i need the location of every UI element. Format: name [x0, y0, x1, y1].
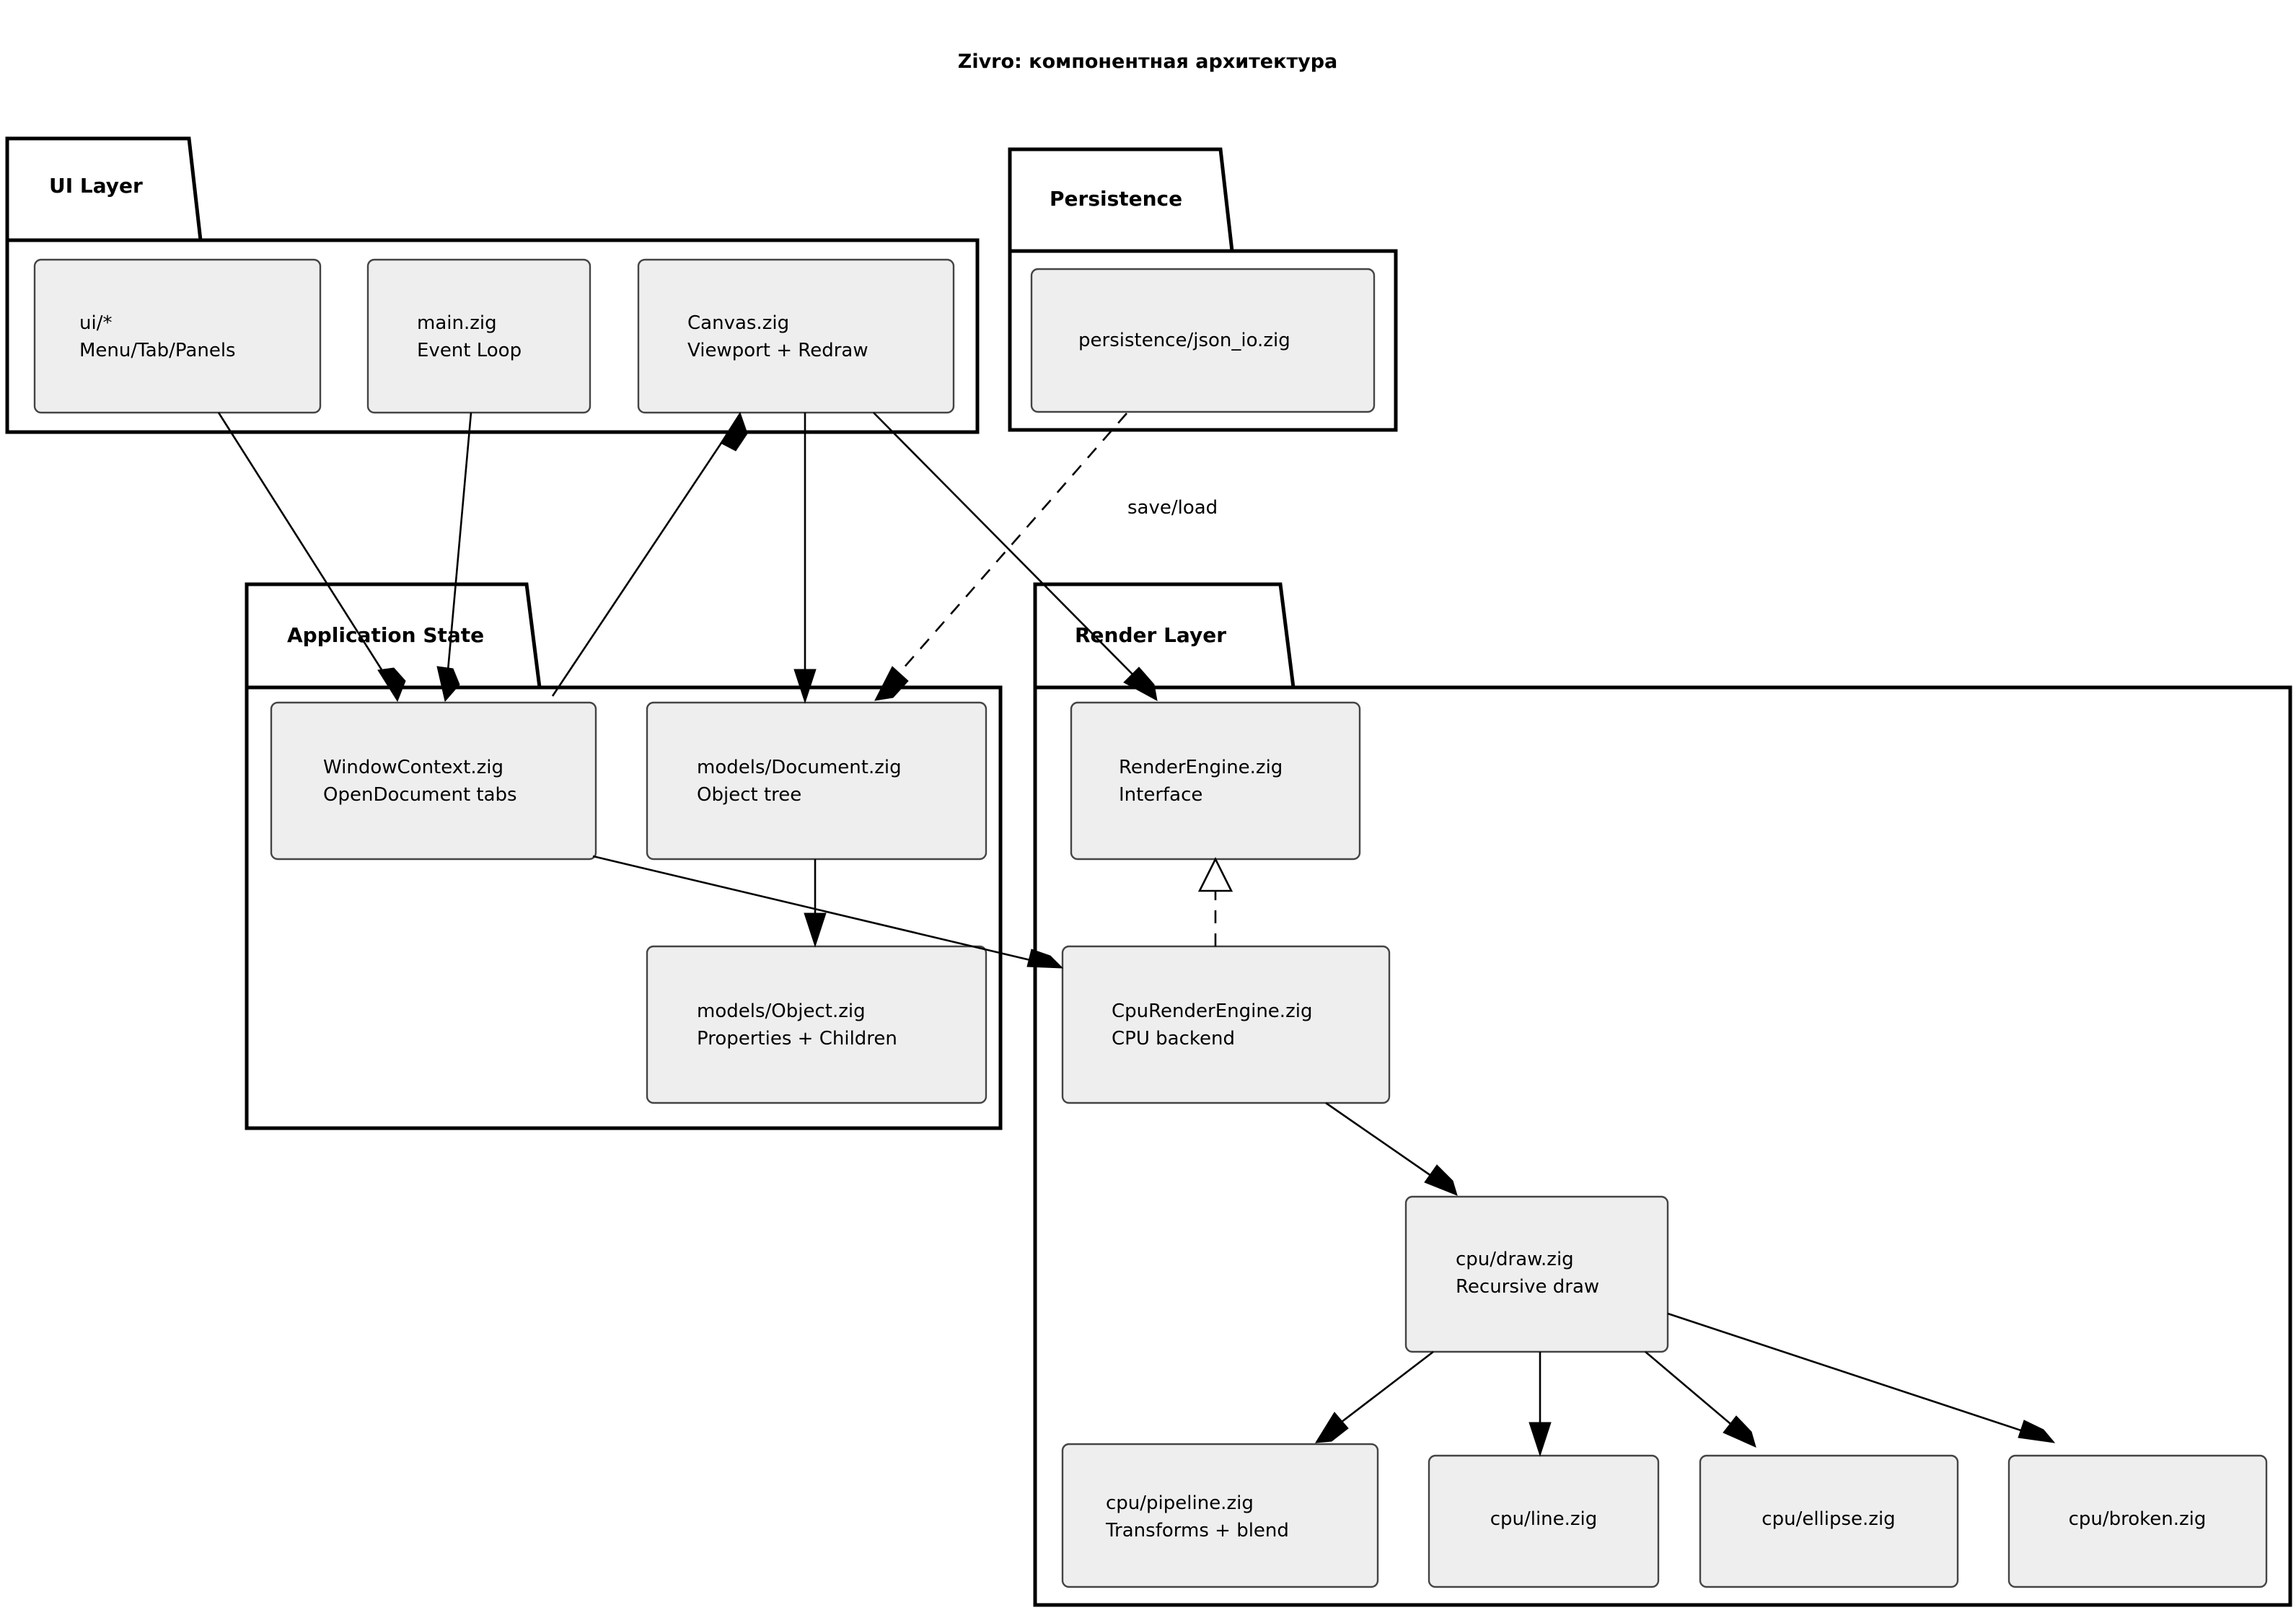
- node-render-engine[interactable]: RenderEngine.zig Interface: [1070, 701, 1361, 861]
- package-render-layer-tab: [1033, 582, 1296, 690]
- package-application-state-title: Application State: [287, 623, 484, 647]
- node-ui-star-line1: ui/*: [79, 312, 112, 334]
- edge-window-context-to-cpu-render-engine: [592, 855, 1064, 969]
- edge-canvas-zig-to-render-engine: [873, 412, 1158, 701]
- node-models-object[interactable]: models/Object.zig Properties + Children: [646, 945, 988, 1104]
- node-cpu-draw-box[interactable]: [1404, 1195, 1669, 1353]
- edge-cpu-render-engine-to-cpu-draw: [1325, 1101, 1458, 1196]
- node-window-context-line1: WindowContext.zig: [323, 757, 503, 778]
- node-json-io-line1: persistence/json_io.zig: [1078, 330, 1290, 351]
- edge-window-context-to-canvas-zig: [551, 411, 748, 697]
- node-cpu-render-engine-box[interactable]: [1061, 945, 1391, 1104]
- node-ui-star[interactable]: ui/* Menu/Tab/Panels: [33, 258, 322, 414]
- package-ui-layer-title: UI Layer: [49, 174, 143, 198]
- node-cpu-draw-line2: Recursive draw: [1456, 1276, 1599, 1298]
- node-cpu-draw[interactable]: cpu/draw.zig Recursive draw: [1404, 1195, 1669, 1353]
- package-ui-layer-tab: [5, 136, 203, 242]
- node-canvas-zig[interactable]: Canvas.zig Viewport + Redraw: [637, 258, 955, 414]
- node-cpu-broken-box[interactable]: [2007, 1454, 2268, 1588]
- node-main-zig-line2: Event Loop: [417, 340, 522, 361]
- node-cpu-broken[interactable]: cpu/broken.zig: [2007, 1454, 2268, 1588]
- edge-models-document-to-models-object: [804, 859, 827, 948]
- node-main-zig-line1: main.zig: [417, 312, 497, 334]
- node-cpu-draw-line1: cpu/draw.zig: [1456, 1249, 1574, 1270]
- edge-json-io-to-models-document: save/load: [874, 413, 1218, 701]
- edge-cpu-draw-to-cpu-line: [1529, 1352, 1552, 1457]
- page-title: Zivro: компонентная архитектура: [958, 50, 1338, 73]
- node-models-object-box[interactable]: [646, 945, 988, 1104]
- edge-label-save-load: save/load: [1127, 497, 1218, 519]
- node-cpu-render-engine-line1: CpuRenderEngine.zig: [1112, 1000, 1312, 1022]
- node-cpu-pipeline-line1: cpu/pipeline.zig: [1106, 1492, 1254, 1514]
- node-models-document-line2: Object tree: [697, 784, 801, 806]
- node-json-io-box[interactable]: [1030, 268, 1376, 413]
- node-canvas-zig-box[interactable]: [637, 258, 955, 414]
- node-window-context-box[interactable]: [270, 701, 597, 861]
- node-cpu-render-engine[interactable]: CpuRenderEngine.zig CPU backend: [1061, 945, 1391, 1104]
- edge-cpu-render-engine-realizes-render-engine: [1197, 857, 1233, 946]
- package-persistence-tab: [1008, 147, 1234, 253]
- edge-cpu-draw-to-cpu-pipeline: [1315, 1350, 1434, 1443]
- node-models-object-line2: Properties + Children: [697, 1028, 897, 1050]
- node-canvas-zig-line2: Viewport + Redraw: [687, 340, 868, 361]
- node-render-engine-line2: Interface: [1119, 784, 1202, 806]
- edge-canvas-zig-to-models-document: [793, 413, 817, 704]
- edge-ui-star-to-window-context: [217, 412, 406, 703]
- edge-cpu-draw-to-cpu-ellipse: [1645, 1351, 1756, 1448]
- node-cpu-line-line1: cpu/line.zig: [1490, 1508, 1598, 1530]
- node-cpu-pipeline[interactable]: cpu/pipeline.zig Transforms + blend: [1061, 1443, 1379, 1588]
- node-render-engine-line1: RenderEngine.zig: [1119, 757, 1283, 778]
- node-window-context-line2: OpenDocument tabs: [323, 784, 517, 806]
- package-render-layer-title: Render Layer: [1075, 623, 1226, 647]
- node-render-engine-box[interactable]: [1070, 701, 1361, 861]
- node-models-document-box[interactable]: [646, 701, 988, 861]
- node-cpu-render-engine-line2: CPU backend: [1112, 1028, 1235, 1050]
- edge-cpu-draw-to-cpu-broken: [1667, 1312, 2056, 1443]
- package-persistence-title: Persistence: [1050, 187, 1182, 211]
- node-models-document-line1: models/Document.zig: [697, 757, 902, 778]
- node-models-document[interactable]: models/Document.zig Object tree: [646, 701, 988, 861]
- node-cpu-line[interactable]: cpu/line.zig: [1428, 1454, 1660, 1588]
- node-cpu-ellipse-line1: cpu/ellipse.zig: [1761, 1508, 1895, 1530]
- node-main-zig[interactable]: main.zig Event Loop: [366, 258, 591, 414]
- edge-main-zig-to-window-context: [436, 412, 472, 703]
- node-main-zig-box[interactable]: [366, 258, 591, 414]
- node-models-object-line1: models/Object.zig: [697, 1000, 866, 1022]
- node-ui-star-box[interactable]: [33, 258, 322, 414]
- node-cpu-ellipse-box[interactable]: [1699, 1454, 1959, 1588]
- node-cpu-ellipse[interactable]: cpu/ellipse.zig: [1699, 1454, 1959, 1588]
- node-cpu-line-box[interactable]: [1428, 1454, 1660, 1588]
- package-application-state-tab: [245, 582, 542, 690]
- node-cpu-broken-line1: cpu/broken.zig: [2069, 1508, 2207, 1530]
- node-cpu-pipeline-line2: Transforms + blend: [1105, 1520, 1289, 1541]
- node-json-io[interactable]: persistence/json_io.zig: [1030, 268, 1376, 413]
- node-cpu-pipeline-box[interactable]: [1061, 1443, 1379, 1588]
- node-ui-star-line2: Menu/Tab/Panels: [79, 340, 236, 361]
- node-canvas-zig-line1: Canvas.zig: [687, 312, 789, 334]
- node-window-context[interactable]: WindowContext.zig OpenDocument tabs: [270, 701, 597, 861]
